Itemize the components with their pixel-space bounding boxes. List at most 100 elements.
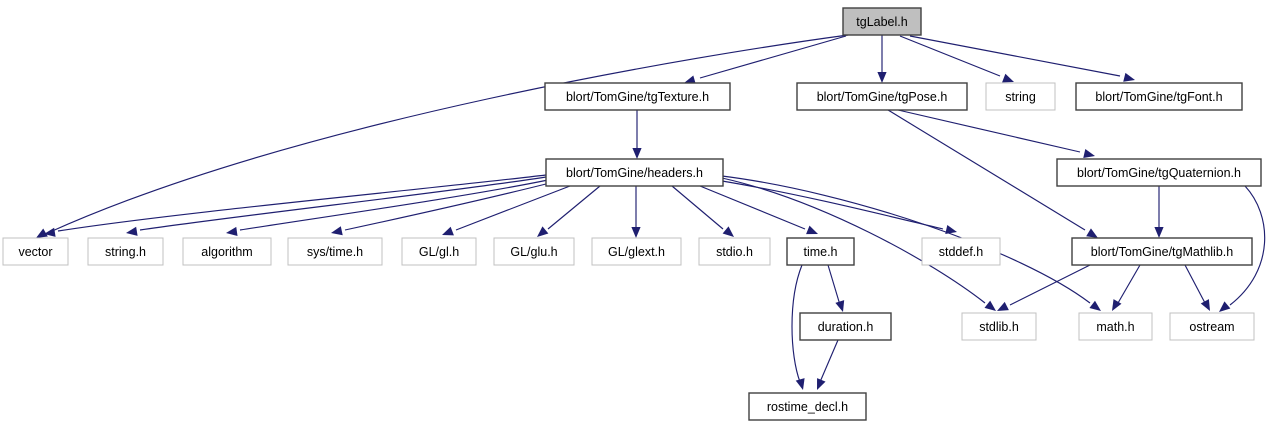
node-tgTexture[interactable]: blort/TomGine/tgTexture.h [544,82,731,111]
edge-headers-to-algorithm [226,179,549,237]
edge-line [1229,185,1266,306]
node-stdio[interactable]: stdio.h [698,237,771,266]
edge-line [239,179,549,231]
node-box[interactable] [799,312,892,341]
node-box[interactable] [796,82,968,111]
arrow-head-icon [806,225,818,235]
edge-tgQuaternion-to-tgMathlib [1154,186,1164,238]
edge-headers-to-glgl [442,185,571,236]
arrow-head-icon [945,225,957,235]
node-tgMathlib[interactable]: blort/TomGine/tgMathlib.h [1071,237,1253,266]
node-box[interactable] [748,392,867,421]
edge-tgMathlib-to-ostream [1184,264,1210,311]
arrow-head-icon [817,378,826,390]
edge-line [909,35,1121,77]
node-ostream[interactable]: ostream [1169,312,1255,341]
edge-line [139,176,547,231]
node-box[interactable] [544,82,731,111]
arrow-head-icon [226,226,238,237]
node-box[interactable] [182,237,272,266]
arrow-head-icon [1083,149,1095,159]
node-stringh[interactable]: string.h [87,237,164,266]
node-box[interactable] [591,237,682,266]
edge-tgMathlib-to-stdlib [997,264,1091,311]
node-tgQuaternion[interactable]: blort/TomGine/tgQuaternion.h [1056,158,1262,187]
edges-layer [36,34,1266,390]
edge-tgLabel-to-string [899,35,1014,83]
node-box[interactable] [1169,312,1255,341]
edge-line [791,264,803,383]
edge-timeh-to-duration [827,264,845,312]
edge-line [455,185,571,231]
edge-headers-to-systime [331,182,551,236]
node-rostime[interactable]: rostime_decl.h [748,392,867,421]
node-box[interactable] [842,7,922,36]
arrow-head-icon [1200,299,1210,311]
node-systime[interactable]: sys/time.h [287,237,383,266]
node-headers[interactable]: blort/TomGine/headers.h [545,158,724,187]
node-box[interactable] [1071,237,1253,266]
node-glgl[interactable]: GL/gl.h [401,237,477,266]
arrow-head-icon [997,301,1009,311]
arrow-head-icon [722,226,734,237]
edge-tgPose-to-tgMathlib [887,109,1098,238]
node-glglu[interactable]: GL/glu.h [493,237,575,266]
arrow-head-icon [1089,300,1101,311]
node-tgPose[interactable]: blort/TomGine/tgPose.h [796,82,968,111]
node-box[interactable] [786,237,855,266]
node-box[interactable] [545,158,724,187]
edge-line [721,177,986,304]
arrow-head-icon [1086,228,1098,238]
node-stdlib[interactable]: stdlib.h [961,312,1037,341]
arrow-head-icon [1123,72,1135,82]
node-box[interactable] [401,237,477,266]
node-box[interactable] [287,237,383,266]
arrow-head-icon [1112,299,1122,311]
arrow-head-icon [1154,227,1164,238]
node-stddef[interactable]: stddef.h [921,237,1001,266]
node-box[interactable] [961,312,1037,341]
node-algorithm[interactable]: algorithm [182,237,272,266]
node-duration[interactable]: duration.h [799,312,892,341]
node-tgLabel[interactable]: tgLabel.h [842,7,922,36]
edge-tgLabel-to-vector [36,34,849,238]
node-box[interactable] [698,237,771,266]
node-box[interactable] [493,237,575,266]
arrow-head-icon [537,226,549,237]
arrow-head-icon [331,226,343,236]
node-box[interactable] [985,82,1056,111]
edge-line [1184,264,1206,304]
edge-line [827,264,841,306]
edge-line [671,185,724,230]
edge-line [547,185,601,230]
node-vector[interactable]: vector [2,237,69,266]
edge-line [344,182,551,231]
node-box[interactable] [1075,82,1243,111]
edge-line [49,34,849,233]
edge-timeh-to-rostime [791,264,805,390]
node-box[interactable] [2,237,69,266]
edge-line [699,35,847,79]
edge-tgLabel-to-tgFont [909,35,1135,82]
node-tgFont[interactable]: blort/TomGine/tgFont.h [1075,82,1243,111]
node-box[interactable] [921,237,1001,266]
edge-headers-to-glglu [537,185,601,237]
edge-headers-to-vector [44,174,547,237]
edge-headers-to-stdio [671,185,734,237]
node-box[interactable] [87,237,164,266]
arrow-head-icon [44,227,56,237]
edge-tgLabel-to-tgPose [877,35,887,83]
node-mathh[interactable]: math.h [1078,312,1153,341]
node-glglext[interactable]: GL/glext.h [591,237,682,266]
edge-tgTexture-to-headers [632,110,642,159]
node-string[interactable]: string [985,82,1056,111]
edge-line [1009,264,1091,306]
edge-line [57,174,547,232]
node-box[interactable] [1078,312,1153,341]
node-box[interactable] [1056,158,1262,187]
edge-tgQuaternion-to-ostream [1219,185,1266,312]
arrow-head-icon [36,228,48,238]
node-timeh[interactable]: time.h [786,237,855,266]
edge-headers-to-glglext [631,186,641,238]
edge-line [721,180,944,230]
